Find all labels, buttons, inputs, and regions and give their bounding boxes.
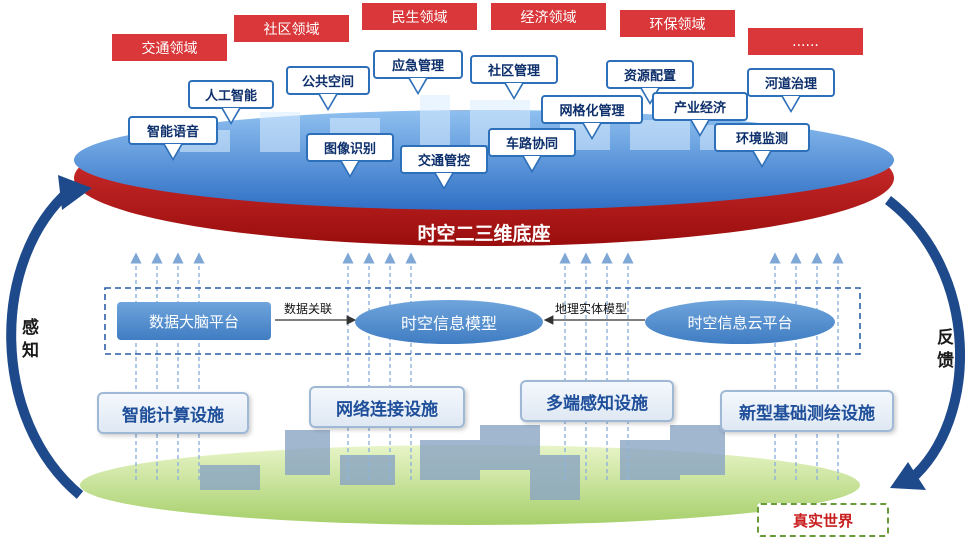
domain-label: 经济领域 — [491, 3, 606, 30]
ground-buildings — [200, 425, 725, 500]
facility-label: 网络连接设施 — [309, 386, 465, 428]
callout-label: 社区管理 — [470, 55, 558, 100]
domain-label: 交通领域 — [112, 34, 227, 61]
domain-label: ...... — [748, 28, 863, 55]
perception-arrow — [6, 186, 84, 499]
data-brain-platform: 数据大脑平台 — [117, 302, 271, 340]
feedback-label: 反馈 — [933, 328, 953, 374]
facility-label: 多端感知设施 — [520, 380, 674, 422]
callout-label: 网格化管理 — [541, 95, 643, 140]
callout-label: 资源配置 — [606, 60, 694, 105]
real-world-badge: 真实世界 — [757, 503, 889, 537]
facility-label: 新型基础测绘设施 — [720, 390, 894, 432]
callout-label: 公共空间 — [286, 66, 370, 111]
callout-label: 环境监测 — [714, 123, 810, 168]
feedback-arrow — [884, 196, 966, 484]
callout-label: 交通管控 — [400, 145, 488, 190]
spatial-cloud-platform: 时空信息云平台 — [645, 300, 835, 344]
base-title: 时空二三维底座 — [417, 223, 551, 245]
perception-label: 感知 — [18, 318, 38, 364]
link-label-data: 数据关联 — [284, 302, 333, 316]
domain-label: 社区领域 — [234, 15, 349, 42]
domain-label: 民生领域 — [362, 3, 477, 30]
callout-label: 应急管理 — [373, 50, 463, 95]
callout-label: 图像识别 — [306, 133, 394, 178]
link-label-geo: 地理实体模型 — [555, 302, 628, 316]
callout-label: 河道治理 — [747, 68, 835, 113]
domain-label: 环保领域 — [620, 10, 735, 37]
callout-label: 产业经济 — [652, 92, 748, 137]
callout-label: 智能语音 — [128, 116, 218, 161]
callout-label: 人工智能 — [188, 80, 274, 125]
facility-label: 智能计算设施 — [97, 392, 249, 434]
callout-label: 车路协同 — [488, 128, 576, 173]
spatial-info-model: 时空信息模型 — [355, 300, 543, 344]
